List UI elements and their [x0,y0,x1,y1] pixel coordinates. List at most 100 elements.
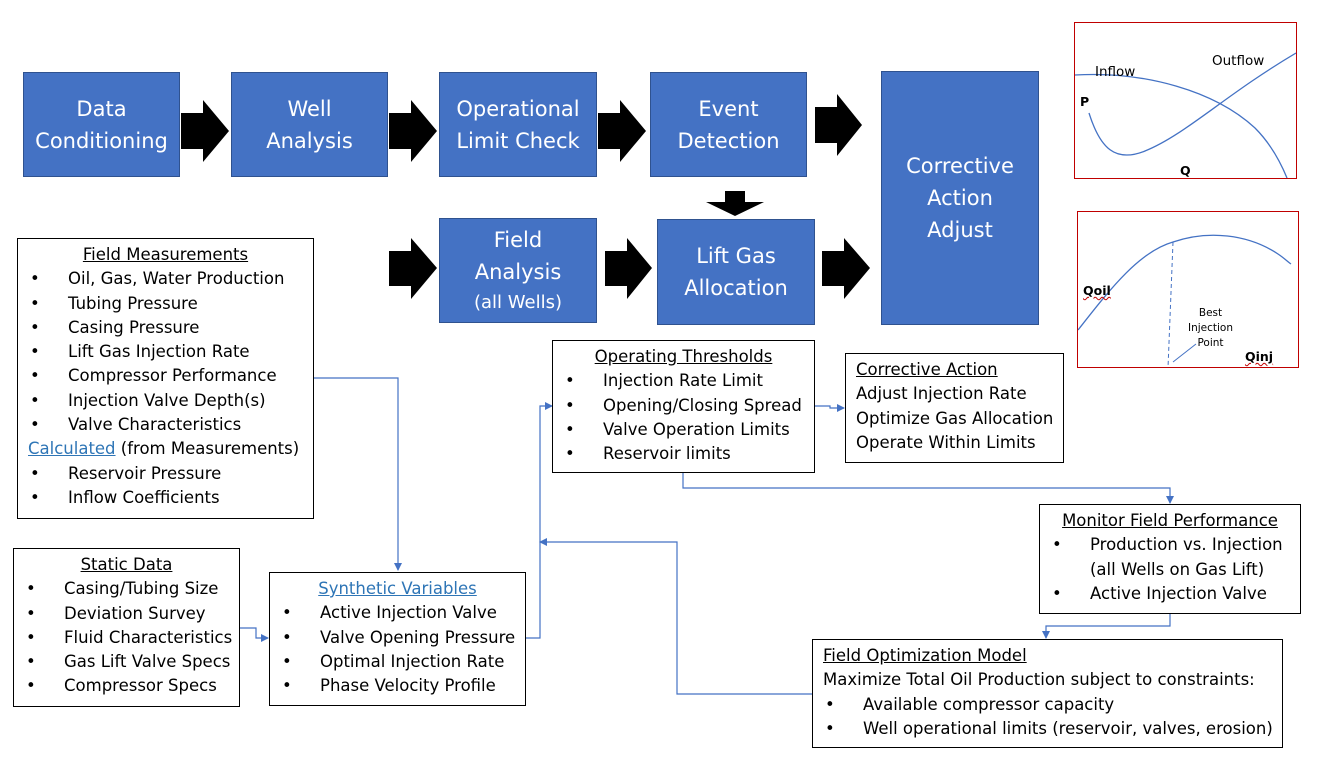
static-data-panel: Static Data Casing/Tubing Size Deviation… [13,548,240,707]
list-item: Valve Operation Limits [563,418,804,443]
connector-static-to-synthetic [240,627,269,642]
connector-optimization-to-feedback [539,538,812,695]
static-data-list: Casing/Tubing Size Deviation Survey Flui… [24,577,232,699]
list-item: Deviation Survey [24,602,229,627]
corrective-line-1: Corrective [906,154,1014,178]
annotation-line: Injection [1188,322,1234,334]
lift-gas-line-1: Lift Gas [696,244,776,268]
monitor-item-line-1: Production vs. Injection [1090,535,1283,555]
connector-monitor-to-optimization [1042,614,1171,639]
flow-arrow-1 [181,100,229,162]
field-measurements-panel: Field Measurements Oil, Gas, Water Produ… [17,238,314,519]
list-item: Injection Rate Limit [563,369,804,394]
flow-arrow-4 [815,94,862,156]
optimization-title: Field Optimization Model [823,646,1027,665]
operational-limit-check-line-1: Operational [456,96,580,121]
list-item: Gas Lift Valve Specs [24,650,230,675]
flow-arrow-3 [598,100,646,162]
list-item: Fluid Characteristics [24,626,232,651]
flow-arrow-5 [389,238,437,299]
list-item: Production vs. Injection(all Wells on Ga… [1050,533,1290,582]
field-optimization-model-panel: Field Optimization Model Maximize Total … [812,639,1283,748]
event-detection-line-1: Event [698,96,759,121]
calculated-list: Reservoir Pressure Inflow Coefficients [28,462,303,511]
data-conditioning-line-1: Data [76,96,127,121]
corrective-line-2: Action [927,186,993,210]
lift-gas-line-2: Allocation [684,276,788,300]
calculated-link[interactable]: Calculated [28,439,116,459]
connector-measurements-to-synthetic [313,377,402,571]
corrective-line-3: Adjust [927,218,993,242]
inflow-label: Inflow [1095,64,1136,80]
best-injection-point-label: Best Injection Point [1188,306,1233,351]
operating-thresholds-list: Injection Rate Limit Opening/Closing Spr… [563,369,804,466]
synthetic-variables-panel: Synthetic Variables Active Injection Val… [269,572,526,706]
field-measurements-title: Field Measurements [82,245,249,264]
connector-thresholds-to-monitor [682,472,1174,504]
qoil-vs-qinj-curve [1077,234,1292,331]
corrective-action-title: Corrective Action [856,360,998,379]
list-item: Lift Gas Injection Rate [28,340,303,365]
calculated-heading: Calculated (from Measurements) [28,437,303,461]
injection-performance-graph: Qoil Qinj Best Injection Point [1077,211,1299,369]
list-item: Oil, Gas, Water Production [28,267,303,292]
field-analysis-line-1: Field [493,227,543,252]
list-item: Well operational limits (reservoir, valv… [823,717,1273,742]
list-item: Casing/Tubing Size [24,577,229,602]
list-item: Reservoir Pressure [28,462,303,487]
monitor-title: Monitor Field Performance [1062,511,1278,530]
optimization-list: Available compressor capacity Well opera… [823,693,1273,742]
well-analysis-line-1: Well [287,96,332,121]
operating-thresholds-panel: Operating Thresholds Injection Rate Limi… [552,340,815,473]
operating-thresholds-title: Operating Thresholds [594,347,773,366]
list-item: Compressor Performance [28,364,303,389]
list-item: Injection Valve Depth(s) [28,389,303,414]
annotation-line: Best [1198,307,1223,319]
static-data-title: Static Data [80,555,173,574]
flow-arrow-2 [389,100,437,162]
corrective-action-line: Operate Within Limits [856,432,1036,452]
annotation-line: Point [1197,337,1224,349]
list-item: Active Injection Valve [1050,582,1290,607]
annotation-pointer [1172,343,1197,363]
synthetic-variables-title[interactable]: Synthetic Variables [318,579,477,598]
flow-arrow-7 [822,238,870,299]
list-item: Inflow Coefficients [28,486,303,511]
connector-thresholds-to-corrective [815,404,845,412]
field-measurements-list: Oil, Gas, Water Production Tubing Pressu… [28,267,303,437]
list-item: Valve Characteristics [28,413,303,438]
list-item: Opening/Closing Spread [563,394,804,419]
list-item: Optimal Injection Rate [280,650,515,675]
list-item: Valve Opening Pressure [280,626,515,651]
p-axis-label: P [1080,94,1090,109]
best-injection-dashed-line [1167,241,1174,369]
qinj-axis-label: Qinj [1245,349,1274,364]
monitor-list: Production vs. Injection(all Wells on Ga… [1050,533,1290,606]
list-item: Compressor Specs [24,674,229,699]
event-detection-line-2: Detection [677,128,780,153]
list-item: Casing Pressure [28,316,303,341]
inflow-outflow-curves [1074,52,1297,179]
flow-arrow-down [706,191,764,216]
flow-arrow-6 [605,238,652,299]
corrective-action-line: Optimize Gas Allocation [856,408,1054,428]
operational-limit-check-line-2: Limit Check [456,128,580,153]
calculated-suffix: (from Measurements) [115,439,300,459]
synthetic-variables-list: Active Injection Valve Valve Opening Pre… [280,601,515,698]
qoil-axis-label: Qoil [1083,283,1111,298]
injection-curve-layer [1077,234,1292,369]
list-item: Available compressor capacity [823,693,1272,718]
field-analysis-line-2: Analysis [474,259,562,284]
connector-synthetic-to-thresholds [526,402,553,639]
field-analysis-line-3: (all Wells) [474,291,562,313]
data-conditioning-line-2: Conditioning [35,128,168,153]
corrective-action-panel: Corrective Action Adjust Injection Rate … [845,353,1064,463]
